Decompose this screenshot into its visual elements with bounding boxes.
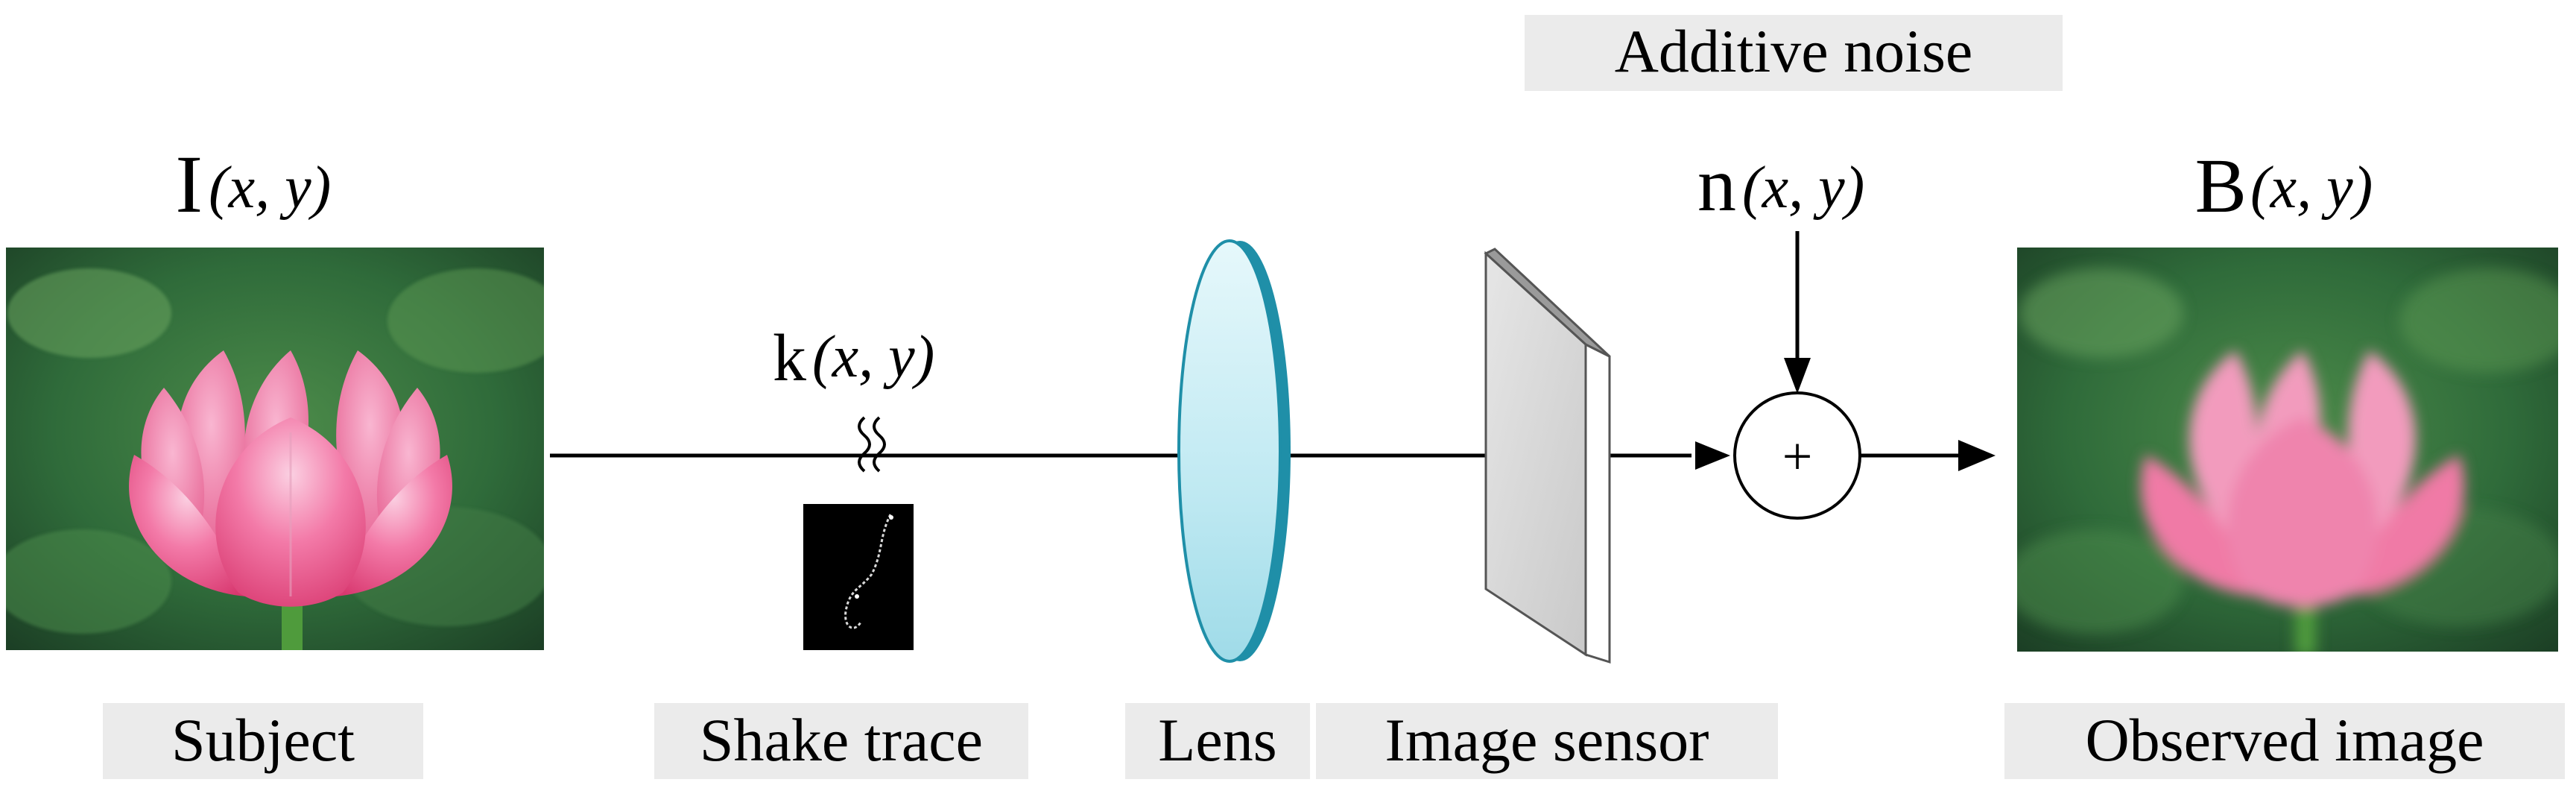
observed-math-label: B <box>2195 143 2247 229</box>
subject-math-args: (x, y) <box>209 155 331 221</box>
lens-caption-box <box>1125 703 1310 779</box>
adder-node: + <box>1733 391 1861 520</box>
subject-math-label: I <box>175 139 203 230</box>
noise-header: Additive noise <box>1615 17 1973 85</box>
noise-math-label: n <box>1697 142 1736 227</box>
shake-math-args: (x, y) <box>812 324 934 390</box>
shake-caption: Shake trace <box>700 706 983 774</box>
noise-math-args: (x, y) <box>1742 155 1864 221</box>
shake-math-label: k <box>773 321 806 395</box>
blurred-lotus-icon <box>2141 350 2464 607</box>
shake-caption-box <box>654 703 1028 779</box>
sensor-caption: Image sensor <box>1385 706 1709 774</box>
subject-caption-box <box>103 703 423 779</box>
wavy-shake-icon <box>858 416 886 473</box>
arrow-to-observed-icon <box>1958 440 1996 471</box>
observed-photo <box>2017 248 2558 652</box>
observed-caption: Observed image <box>2085 706 2484 774</box>
lens-icon <box>1177 239 1291 663</box>
image-sensor-icon <box>1484 248 1611 664</box>
observed-math-args: (x, y) <box>2250 155 2373 221</box>
noise-header-box <box>1525 15 2063 91</box>
sensor-caption-box <box>1316 703 1778 779</box>
subject-photo <box>6 248 544 650</box>
observed-caption-box <box>2004 703 2565 779</box>
arrow-to-adder-icon <box>1695 441 1730 470</box>
noise-arrow-icon <box>1784 358 1811 394</box>
lens-caption: Lens <box>1158 706 1276 774</box>
subject-caption: Subject <box>171 706 355 774</box>
plus-icon: + <box>1782 426 1813 486</box>
kernel-trace-thumbnail <box>803 504 914 650</box>
lotus-flower-icon <box>129 350 452 607</box>
